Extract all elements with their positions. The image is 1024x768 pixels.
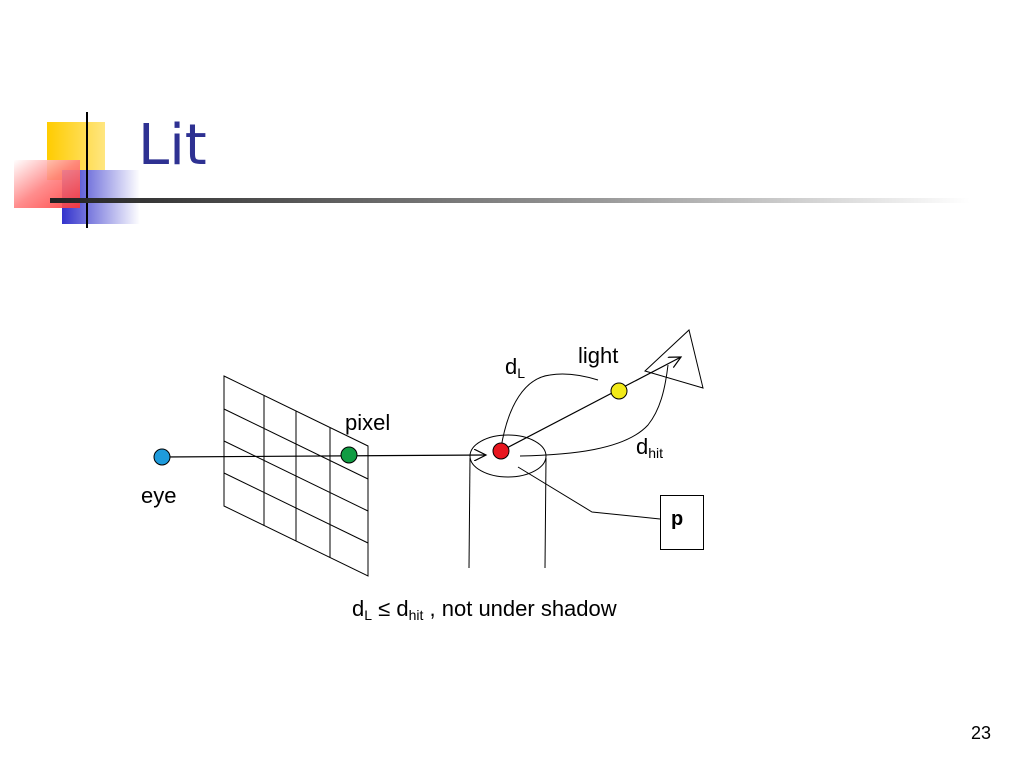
d-hit-distance-curve — [519, 364, 669, 457]
eye-point — [153, 448, 171, 466]
point-p-box: p — [660, 495, 704, 550]
image-plane-grid — [223, 375, 369, 577]
point-p-label: p — [671, 508, 684, 530]
d-hit-base: d — [636, 434, 649, 459]
caption-relation: ≤ — [372, 596, 397, 621]
caption-rest: , not under shadow — [423, 596, 617, 621]
d-hit-sub: hit — [648, 445, 664, 461]
cylinder-object — [468, 434, 547, 569]
hit-point — [492, 442, 510, 460]
light-point — [610, 382, 628, 400]
eye-label: eye — [141, 483, 177, 508]
light-source-triangle — [644, 329, 704, 389]
d-l-base: d — [505, 354, 518, 379]
shadow-condition-caption: dL ≤ dhit , not under shadow — [352, 596, 617, 623]
shadow-ray — [500, 357, 681, 452]
caption-d2-sub: hit — [408, 607, 424, 623]
d-l-label: dL — [505, 354, 526, 381]
d-l-sub: L — [517, 365, 526, 381]
slide-title: Lit — [138, 113, 207, 178]
pixel-point — [340, 446, 358, 464]
light-label: light — [578, 343, 619, 368]
title-rule — [50, 198, 970, 203]
caption-d2-base: d — [396, 596, 409, 621]
d-hit-label: dhit — [636, 434, 664, 461]
caption-d1-sub: L — [364, 607, 373, 623]
pixel-label: pixel — [345, 410, 391, 435]
point-callout-line — [517, 466, 661, 520]
d-l-distance-curve — [500, 373, 599, 449]
primary-ray — [161, 455, 486, 457]
caption-d1-base: d — [352, 596, 365, 621]
page-number: 23 — [970, 723, 991, 743]
